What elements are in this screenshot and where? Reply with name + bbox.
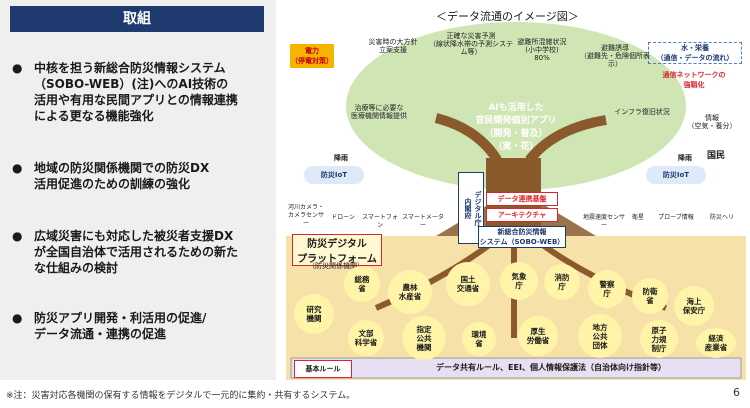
rain-left: 降雨 (334, 154, 348, 162)
trunk-label: デジタル庁 内閣府 (458, 172, 484, 244)
app-label-1: 災害時の大方針 立案支援 (368, 38, 418, 54)
sensor-left-3: スマートフォン (362, 214, 398, 229)
sensor-left-1: 河川カメラ・ カメラセンサー (287, 204, 324, 227)
agency-bubble: 文部 科学省 (348, 320, 384, 356)
agency-bubble: 経済 産業省 (696, 328, 736, 358)
water-label: 水・栄養 （通信・データの流れ） (648, 42, 742, 64)
rule-bar-bg (290, 357, 742, 379)
rule-label: 基本ルール (294, 360, 352, 378)
data-flow-diagram: ＜データ流通のイメージ図＞ 電力 （停電対策） 水・栄養 （通信・データの流れ）… (286, 8, 746, 380)
bullet-dot-icon: ● (12, 311, 23, 325)
bullet-text: 広域災害にも対応した被災者支援DX が全国自治体で活用されるための新た な仕組み… (34, 229, 239, 275)
agency-bubble: 指定 公共 機関 (402, 316, 446, 360)
agency-bubble: 地方 公共 団体 (578, 314, 622, 358)
sensor-right-1: 地震速度センサー (582, 214, 625, 229)
iot-right: 防災IoT (646, 166, 706, 184)
citizens-label: 国民 (706, 151, 725, 161)
iot-left: 防災IoT (304, 166, 364, 184)
left-panel (0, 0, 276, 380)
agency-bubble: 気象 庁 (500, 262, 538, 300)
page-heading: 取組 (10, 6, 264, 32)
info-label: 情報 （空気・養分） (687, 114, 737, 130)
agency-bubble: 国土 交通省 (446, 262, 490, 306)
agency-bubble: 農林 水産省 (388, 270, 432, 314)
rule-text: データ共有ルール、EEI、個人情報保護法（自治体向け指針等） (436, 363, 666, 372)
agency-bubble: 厚生 労働省 (518, 316, 558, 356)
agency-bubble: 警察 庁 (588, 270, 626, 308)
agency-bubble: 海上 保安庁 (674, 286, 714, 326)
platform-label: 防災デジタル プラットフォーム (292, 234, 382, 266)
diagram-title: ＜データ流通のイメージ図＞ (436, 10, 579, 23)
bullet-text: 中核を担う新総合防災情報システム （SOBO-WEB）(注)へのAI技術の 活用… (34, 61, 238, 123)
app-label-4: 避難誘導 （避難先・危険個所表示） (580, 44, 650, 68)
page-number: 6 (733, 386, 740, 399)
agency-bubble: 原子 力規 制庁 (640, 320, 678, 358)
tree-canopy (346, 22, 686, 190)
agency-bubble: 消防 庁 (544, 264, 580, 300)
data-infra-label: データ連携基盤 (486, 192, 558, 206)
sensor-left-2: ドローン (331, 214, 355, 221)
sobo-label: 新総合防災情報 システム（SOBO-WEB） (478, 226, 566, 248)
rain-right: 降雨 (678, 154, 692, 162)
bullet-dot-icon: ● (12, 61, 23, 75)
architecture-label: アーキテクチャ (486, 208, 558, 222)
app-label-2: 正確な災害予測 （線状降水帯の予測システム等） (429, 32, 513, 56)
network-label: 通信ネットワークの 強靱化 (662, 71, 726, 89)
bullet-text: 防災アプリ開発・利活用の促進/ データ流通・連携の促進 (34, 311, 207, 341)
app-label-6: インフラ復旧状況 (614, 108, 670, 116)
bullet-dot-icon: ● (12, 161, 23, 175)
sensor-left-4: スマートメーター (402, 214, 444, 229)
bullet-text: 地域の防災関係機関での防災DX 活用促進のための訓練の強化 (34, 161, 210, 191)
agency-bubble: 環境 省 (462, 322, 496, 356)
tree-branches (434, 113, 607, 237)
app-label-3: 避難所混雑状況 (小中学校) 80% (517, 38, 567, 62)
app-label-5: 治療等に必要な 医療機関情報提供 (351, 104, 407, 120)
canopy-main-label: AIも活用した 官民開発個別アプリ （開発・普及） （実・花） (475, 103, 557, 152)
platform-sub-label: （防災関係機関） (308, 262, 364, 270)
power-badge: 電力 （停電対策） (290, 44, 334, 68)
agency-bubble: 防衛 省 (632, 278, 668, 314)
footnote: ※注：災害対応各機関の保有する情報をデジタルで一元的に集約・共有するシステム。 (6, 391, 356, 401)
agency-bubble: 総務 省 (344, 266, 380, 302)
agency-bubble: 研究 機関 (294, 294, 334, 334)
bullet-dot-icon: ● (12, 229, 23, 243)
sensor-right-2: 衛星 (631, 214, 644, 221)
sensor-right-4: 防災ヘリ (709, 214, 734, 221)
sensor-right-3: プローブ情報 (658, 214, 694, 221)
